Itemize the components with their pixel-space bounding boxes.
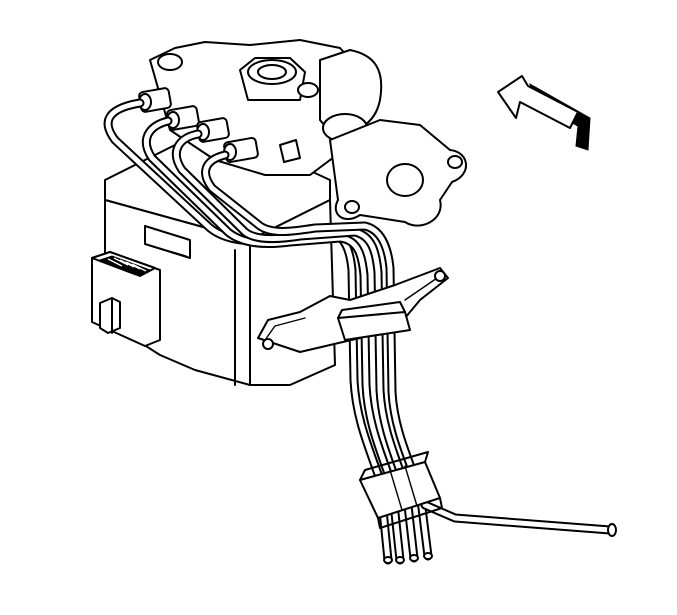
pipe-bracket [257, 267, 449, 353]
pipe-clip [359, 451, 443, 529]
mounting-flange [329, 119, 467, 227]
electrical-connector [91, 251, 161, 347]
arrow-icon [497, 75, 591, 151]
pipe-fittings [138, 87, 259, 163]
valve-body [149, 39, 383, 176]
